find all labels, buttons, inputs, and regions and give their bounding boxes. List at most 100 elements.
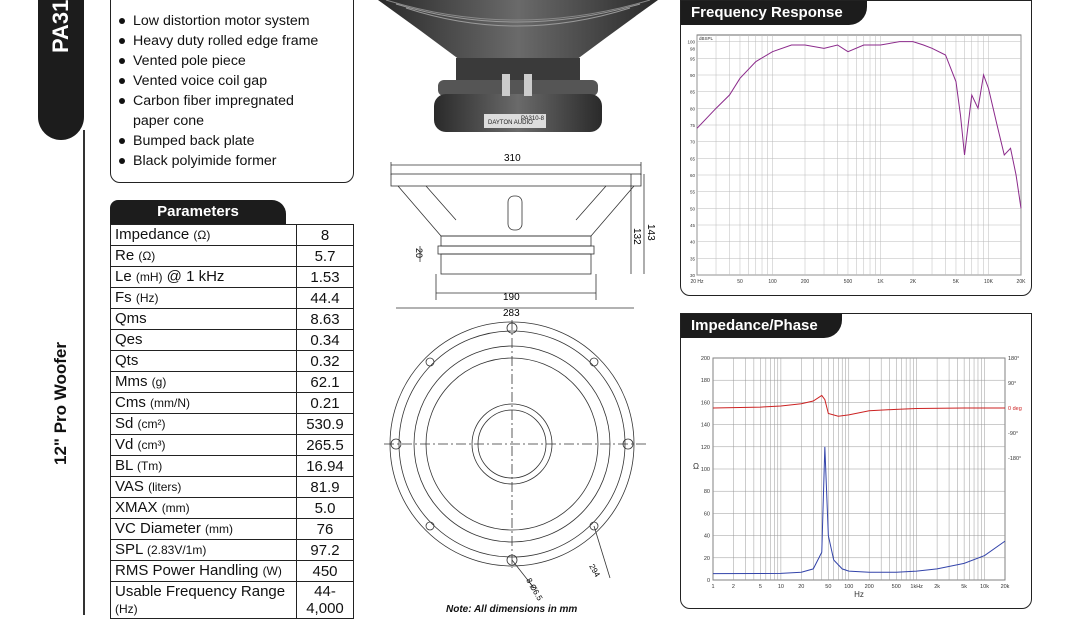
parameter-value: 5.0 — [297, 498, 354, 519]
parameter-name: Re (Ω) — [111, 246, 297, 267]
parameter-value: 8 — [297, 225, 354, 246]
feature-item: Low distortion motor system — [133, 11, 353, 31]
parameter-row: Cms (mm/N)0.21 — [111, 393, 354, 414]
x-tick-label: 500 — [892, 584, 901, 590]
dim-flange: 20 — [414, 248, 424, 258]
dim-magnet-diameter: 190 — [503, 292, 520, 303]
parameter-condition: @ 1 kHz — [163, 268, 225, 285]
feature-item: Carbon fiber impregnated paper cone — [133, 91, 313, 131]
parameter-row: BL (Tm)16.94 — [111, 456, 354, 477]
feature-list: Low distortion motor system Heavy duty r… — [111, 0, 353, 171]
parameter-value: 1.53 — [297, 267, 354, 288]
y-tick-label: 60 — [690, 173, 696, 178]
parameter-unit: (Ω) — [193, 228, 210, 242]
parameter-name: Qts — [111, 351, 297, 372]
parameter-value: 44.4 — [297, 288, 354, 309]
y-axis-label: Ω — [693, 462, 699, 471]
parameter-name: BL (Tm) — [111, 456, 297, 477]
phase-tick-label: 180° — [1008, 356, 1019, 362]
parameter-row: Qms 8.63 — [111, 309, 354, 330]
dimension-note: Note: All dimensions in mm — [446, 604, 577, 615]
dim-mount-holes: 8-Ø6.5 — [524, 577, 544, 603]
parameter-row: XMAX (mm)5.0 — [111, 498, 354, 519]
x-tick-label: 5K — [953, 279, 960, 285]
phase-tick-label: -180° — [1008, 456, 1021, 462]
parameter-label: Sd — [115, 415, 138, 432]
parameter-unit: (Ω) — [138, 249, 155, 263]
y-tick-label: 70 — [690, 140, 696, 145]
feature-item: Bumped back plate — [133, 131, 353, 151]
parameter-row: Impedance (Ω)8 — [111, 225, 354, 246]
parameter-unit: (liters) — [148, 480, 181, 494]
x-tick-label: 2K — [910, 279, 917, 285]
feature-item: Heavy duty rolled edge frame — [133, 31, 353, 51]
parameter-unit: (mm) — [162, 501, 190, 515]
parameter-label: XMAX — [115, 499, 162, 516]
parameter-row: Vd (cm³)265.5 — [111, 435, 354, 456]
parameter-value: 8.63 — [297, 309, 354, 330]
parameter-name: SPL (2.83V/1m) — [111, 540, 297, 561]
phase-tick-label: -90° — [1008, 431, 1018, 437]
features-box: Low distortion motor system Heavy duty r… — [110, 0, 354, 183]
x-tick-label: 10k — [980, 584, 989, 590]
x-tick-label: 200 — [801, 279, 810, 285]
y-tick-label: 80 — [690, 106, 696, 111]
y-tick-label: 35 — [690, 256, 696, 261]
side-tab: PA31 12" Pro Woofer — [0, 0, 86, 615]
parameter-value: 81.9 — [297, 477, 354, 498]
parameter-label: Le — [115, 268, 136, 285]
dim-overall-width: 310 — [504, 153, 521, 164]
impedance-phase-title: Impedance/Phase — [681, 314, 842, 338]
phase-tick-label: 90° — [1008, 381, 1016, 387]
y-unit-label: dBSPL — [699, 36, 714, 41]
phase-tick-label: 0 deg — [1008, 406, 1022, 412]
x-tick-label: 1 — [711, 584, 714, 590]
parameter-label: VAS — [115, 478, 148, 495]
parameter-unit: (cm³) — [138, 438, 166, 452]
frequency-response-title: Frequency Response — [681, 1, 867, 25]
parameter-value: 44-4,000 — [297, 582, 354, 619]
y-tick-label: 50 — [690, 206, 696, 211]
dim-depth-frame: 132 — [631, 228, 642, 245]
parameter-label: Re — [115, 247, 138, 264]
parameter-name: Fs (Hz) — [111, 288, 297, 309]
parameter-value: 450 — [297, 561, 354, 582]
parameter-value: 97.2 — [297, 540, 354, 561]
parameter-value: 5.7 — [297, 246, 354, 267]
dim-depth-total: 143 — [645, 224, 656, 241]
parameter-name: Le (mH) @ 1 kHz — [111, 267, 297, 288]
parameter-label: Mms — [115, 373, 152, 390]
feature-item: Vented voice coil gap — [133, 71, 353, 91]
y-tick-label: 100 — [701, 467, 710, 473]
x-tick-label: 2 — [732, 584, 735, 590]
x-tick-label: 100 — [768, 279, 777, 285]
model-fragment: PA31 — [38, 0, 84, 100]
x-tick-label: 50 — [825, 584, 831, 590]
parameter-label: Fs — [115, 289, 136, 306]
parameter-label: Usable Frequency Range — [115, 583, 285, 600]
parameter-unit: (Hz) — [115, 602, 138, 616]
parameter-name: Impedance (Ω) — [111, 225, 297, 246]
parameter-value: 76 — [297, 519, 354, 540]
parameter-name: Mms (g) — [111, 372, 297, 393]
y-tick-label: 0 — [707, 578, 710, 584]
parameter-name: XMAX (mm) — [111, 498, 297, 519]
parameter-name: Cms (mm/N) — [111, 393, 297, 414]
parameter-row: RMS Power Handling (W)450 — [111, 561, 354, 582]
parameter-row: Qts 0.32 — [111, 351, 354, 372]
parameter-row: Usable Frequency Range (Hz) 44-4,000 — [111, 582, 354, 619]
parameter-label: Qes — [115, 331, 143, 348]
x-tick-label: 5k — [961, 584, 967, 590]
y-tick-label: 45 — [690, 223, 696, 228]
parameter-unit: (2.83V/1m) — [147, 543, 206, 557]
side-dimension-drawing: 310 190 283 143 132 20 — [386, 150, 666, 320]
y-tick-label: 120 — [701, 445, 710, 451]
x-tick-label: 20 Hz — [690, 279, 704, 285]
y-tick-label: 85 — [690, 90, 696, 95]
x-tick-label: 10K — [984, 279, 994, 285]
parameter-name: Vd (cm³) — [111, 435, 297, 456]
parameter-value: 0.34 — [297, 330, 354, 351]
